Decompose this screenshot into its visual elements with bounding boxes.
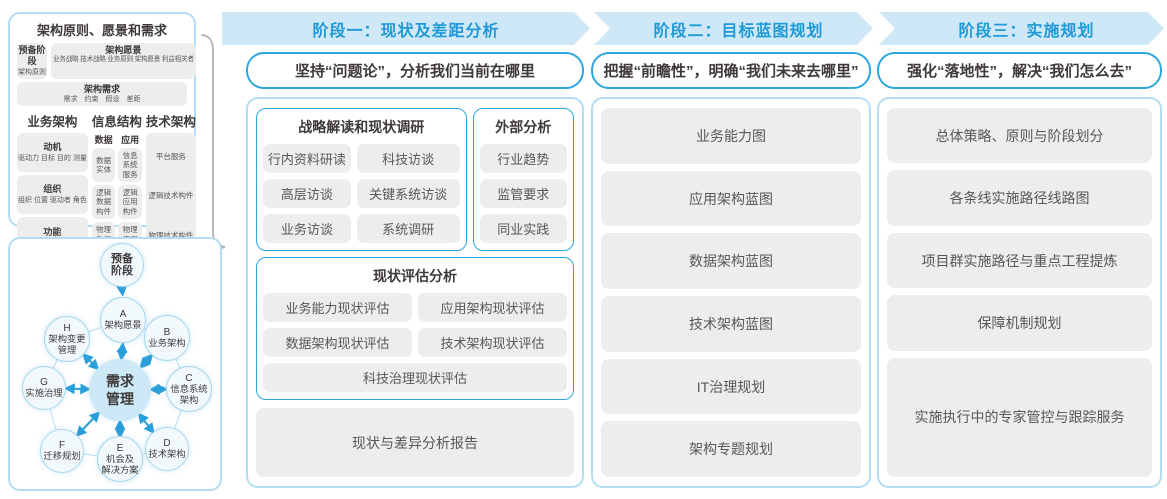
phase2-item: 应用架构蓝图 xyxy=(601,170,861,227)
logical-data-box: 逻辑数据构件 xyxy=(91,185,116,220)
assess-item: 技术架构现状评估 xyxy=(418,328,567,357)
gap-analysis-report-box: 现状与差异分析报告 xyxy=(256,408,574,477)
phase3-subtitle: 强化“落地性”，解决“我们怎么去” xyxy=(877,52,1162,89)
external-item: 监管要求 xyxy=(479,179,567,208)
strategy-item: 系统调研 xyxy=(356,214,460,243)
current-assessment-group: 现状评估分析 业务能力现状评估 应用架构现状评估 数据架构现状评估 技术架构现状… xyxy=(256,257,574,400)
phase3-item: 总体策略、原则与阶段划分 xyxy=(887,108,1152,164)
prep-phase-box: 预备阶段 架构原则 xyxy=(17,43,47,79)
adm-node-h-change: H 架构变更 管理 xyxy=(44,316,90,362)
strategy-item: 业务访谈 xyxy=(263,214,351,243)
principles-panel: 架构原则、愿景和需求 预备阶段 架构原则 架构愿景 业务战略 技术战略 业务原则… xyxy=(8,12,196,304)
strategy-item: 行内资料研读 xyxy=(263,144,351,173)
principles-title: 架构原则、愿景和需求 xyxy=(36,23,167,38)
strategy-item: 科技访谈 xyxy=(356,144,460,173)
adm-cycle-panel: 预备 阶段 A 架构愿景 B 业务架构 C 信息系统 架构 D 技术架构 E 机… xyxy=(8,237,222,491)
phase2-content-panel: 业务能力图 应用架构蓝图 数据架构蓝图 技术架构蓝图 IT治理规划 架构专题规划 xyxy=(591,97,871,488)
info-system-service-box: 信息系统服务 xyxy=(118,147,142,183)
phase2-item: IT治理规划 xyxy=(601,358,861,415)
phase1-subtitle: 坚持“问题论”，分析我们当前在哪里 xyxy=(246,52,584,89)
assess-item: 科技治理现状评估 xyxy=(263,363,567,392)
phase2-item: 技术架构蓝图 xyxy=(601,296,861,352)
phase3-item: 各条线实施路径线路图 xyxy=(887,170,1152,226)
adm-node-preparation: 预备 阶段 xyxy=(100,243,144,287)
phase2-header-arrow: 阶段二：目标蓝图规划 xyxy=(594,12,873,45)
phase3-item: 保障机制规划 xyxy=(887,295,1152,351)
motivation-box: 动机 驱动力 目标 目的 测量 xyxy=(17,132,88,173)
phase2-item: 业务能力图 xyxy=(601,108,861,164)
adm-center-requirements-management: 需求 管理 xyxy=(89,359,151,421)
adm-node-a-vision: A 架构愿景 xyxy=(100,297,146,343)
phase1-content-panel: 战略解读和现状调研 行内资料研读 科技访谈 高层访谈 关键系统访谈 业务访谈 系… xyxy=(246,97,584,488)
adm-node-f-migration: F 迁移规划 xyxy=(40,429,84,473)
prep-vision-row: 预备阶段 架构原则 架构愿景 业务战略 技术战略 业务原则 架构愿景 利益相关者 xyxy=(17,43,196,79)
strategy-item: 高层访谈 xyxy=(263,179,351,208)
phase2-item: 数据架构蓝图 xyxy=(601,233,861,290)
requirement-box: 架构需求 需求 约束 假设 差距 xyxy=(17,81,187,106)
adm-node-d-technical: D 技术架构 xyxy=(145,427,189,471)
external-analysis-group: 外部分析 行业趋势 监管要求 同业实践 xyxy=(472,108,574,251)
data-entity-box: 数据实体 xyxy=(91,147,116,183)
assess-item: 应用架构现状评估 xyxy=(418,293,567,322)
phase3-header-arrow: 阶段三：实施规划 xyxy=(879,12,1164,45)
phase2-item: 架构专题规划 xyxy=(601,421,861,478)
assess-item: 数据架构现状评估 xyxy=(263,328,412,357)
organization-box: 组织 组织 位置 驱动者 角色 xyxy=(17,175,88,215)
phase2-subtitle: 把握“前瞻性”，明确“我们未来去哪里” xyxy=(591,52,871,89)
adm-node-c-info-system: C 信息系统 架构 xyxy=(166,366,212,412)
phase1-header-arrow: 阶段一：现状及差距分析 xyxy=(222,12,590,45)
phase3-content-panel: 总体策略、原则与阶段划分 各条线实施路径线路图 项目群实施路径与重点工程提炼 保… xyxy=(877,97,1162,488)
phase3-item: 项目群实施路径与重点工程提炼 xyxy=(887,232,1152,289)
assess-item: 业务能力现状评估 xyxy=(263,293,412,322)
phase3-item: 实施执行中的专家管控与跟踪服务 xyxy=(887,357,1152,478)
external-item: 同业实践 xyxy=(479,214,567,243)
adm-node-b-business: B 业务架构 xyxy=(144,315,190,361)
adm-node-e-opportunity: E 机会及 解决方案 xyxy=(97,436,143,482)
external-item: 行业趋势 xyxy=(479,144,567,173)
radial-arrows xyxy=(63,285,169,440)
vision-box: 架构愿景 业务战略 技术战略 业务原则 架构愿景 利益相关者 xyxy=(51,43,196,79)
adm-node-g-governance: G 实施治理 xyxy=(22,366,66,410)
strategy-research-group: 战略解读和现状调研 行内资料研读 科技访谈 高层访谈 关键系统访谈 业务访谈 系… xyxy=(256,108,467,251)
logical-app-box: 逻辑应用构件 xyxy=(118,185,142,220)
strategy-item: 关键系统访谈 xyxy=(356,179,460,208)
